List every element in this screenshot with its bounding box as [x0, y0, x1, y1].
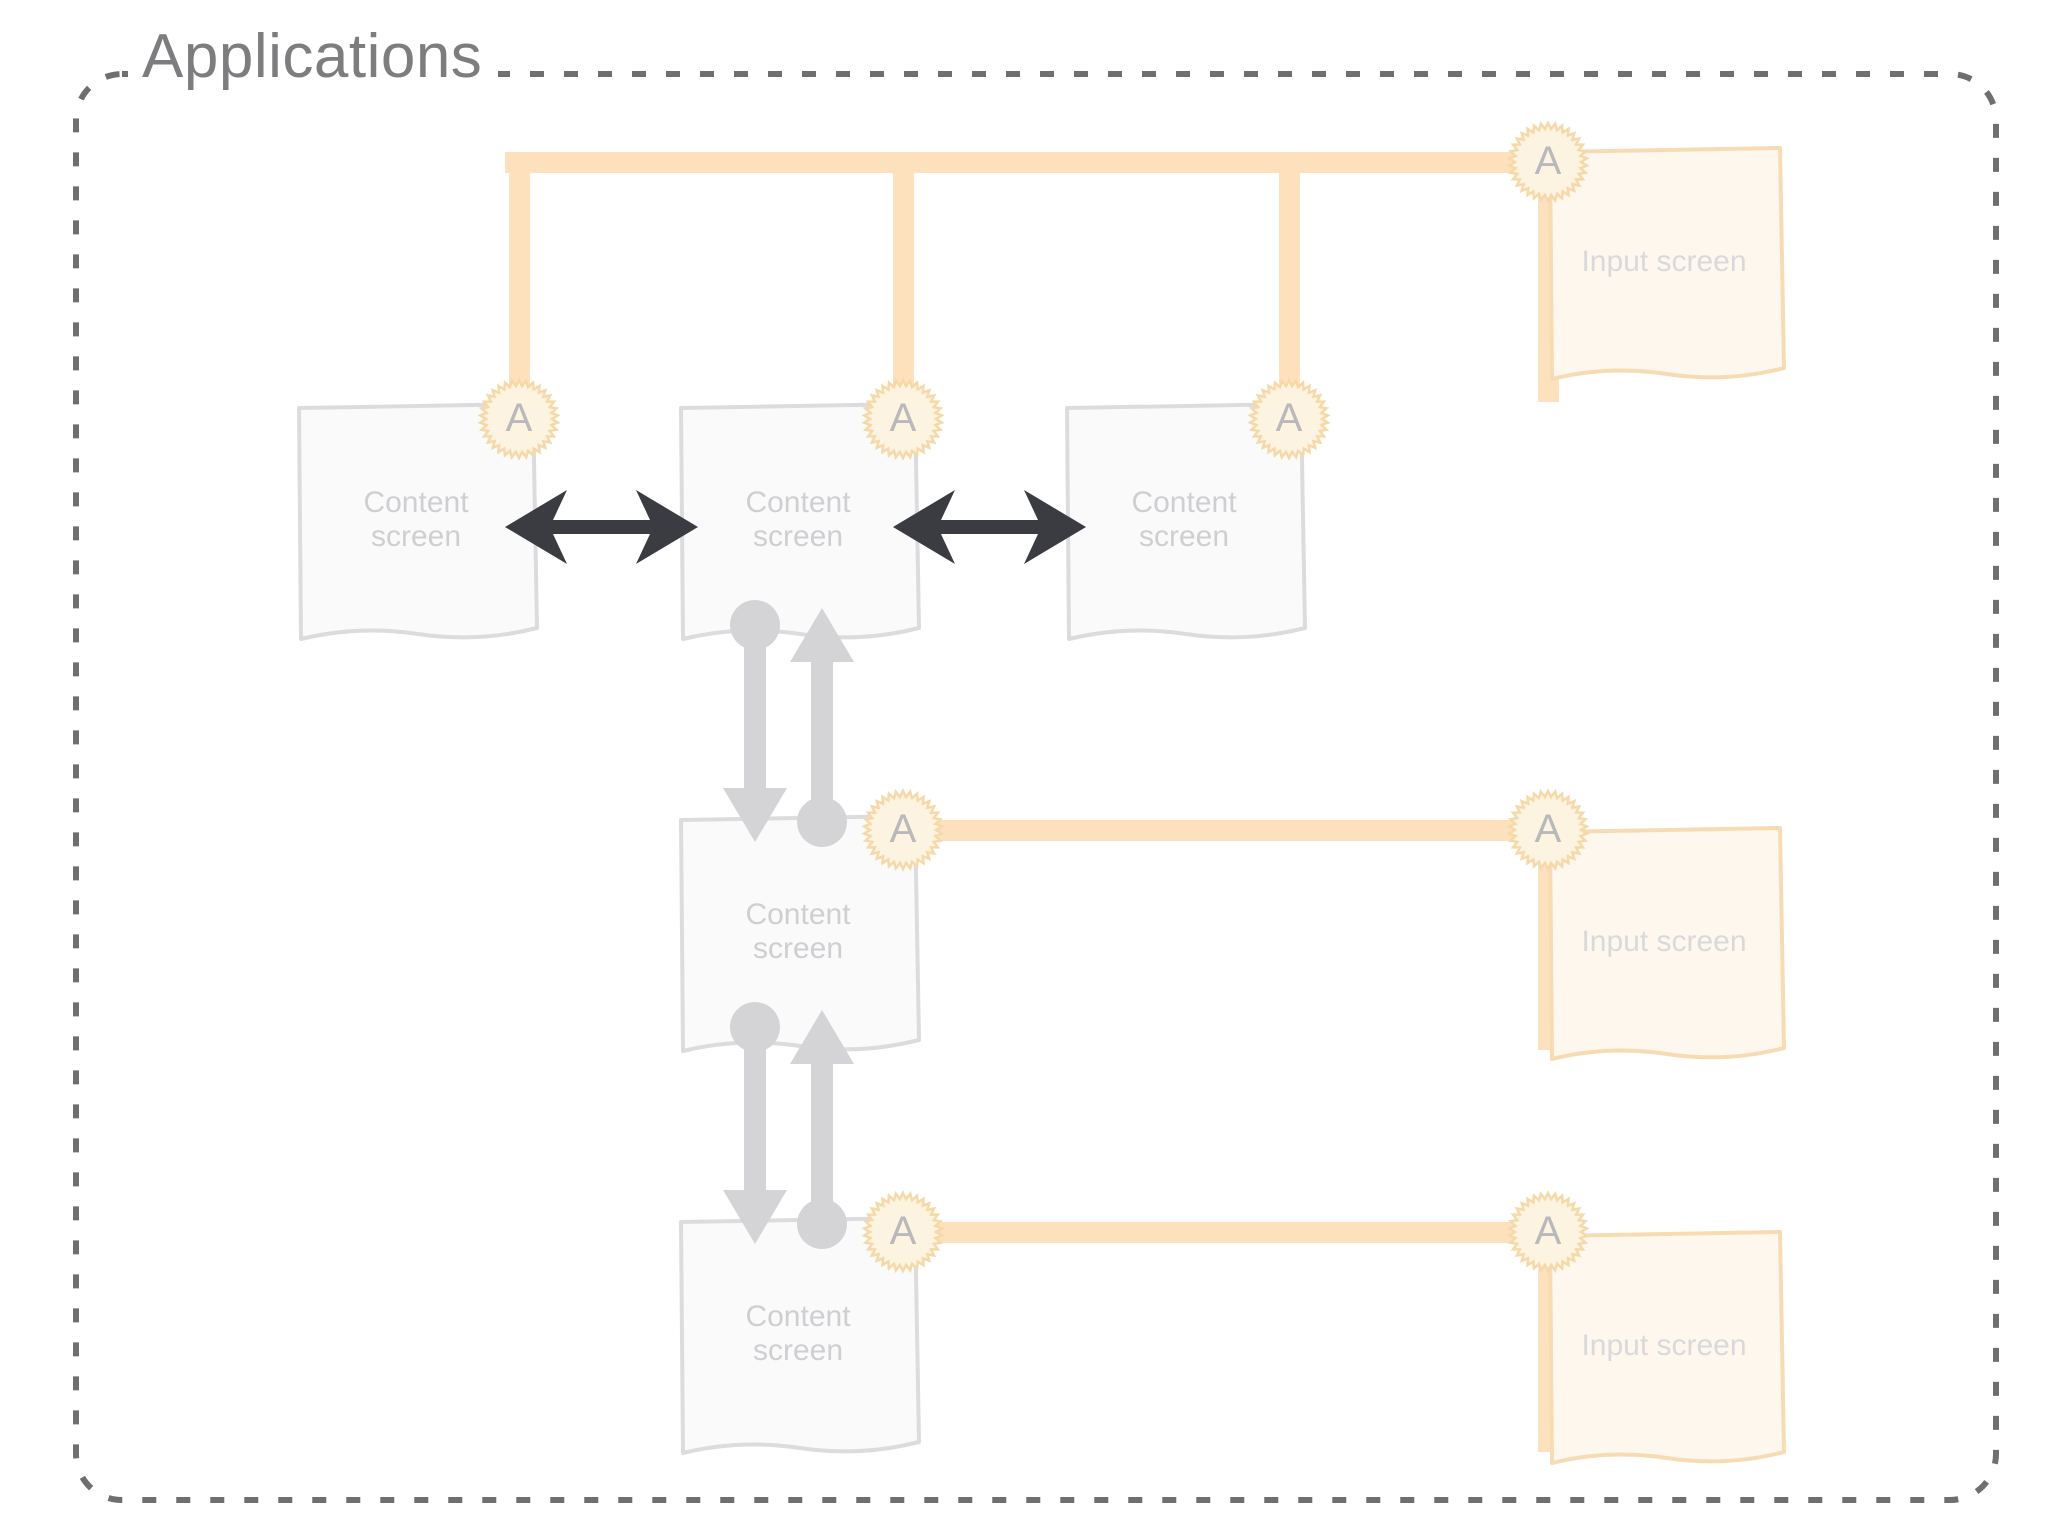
connector-orange-bus	[505, 152, 1562, 424]
arrow-bidirectional-c1-c2	[505, 490, 698, 564]
connector-orange-link-bottom	[903, 1222, 1559, 1452]
card-content-screen-1[interactable]	[297, 402, 539, 641]
nav-arrow-up-row2-row3	[790, 1010, 854, 1249]
bus-drop-3	[1279, 152, 1300, 424]
bus-drop-1	[509, 152, 530, 424]
badge-a-content-1[interactable]	[477, 377, 561, 461]
group-border-applications	[73, 71, 1999, 1503]
badge-a-input-3[interactable]	[1506, 1190, 1590, 1274]
card-input-screen-1[interactable]	[1548, 146, 1786, 381]
group-title-applications: Applications	[128, 24, 499, 89]
nav-arrow-down-row2-row3	[723, 1002, 787, 1244]
arrow-bidirectional-c2-c3	[893, 490, 1086, 564]
connector-orange-link-middle	[903, 820, 1559, 1050]
nav-arrow-down-row1-row2	[723, 600, 787, 842]
card-content-screen-3[interactable]	[1065, 402, 1307, 641]
badge-a-content-2[interactable]	[861, 377, 945, 461]
card-content-screen-2[interactable]	[679, 402, 921, 641]
nav-arrow-up-row1-row2	[790, 608, 854, 847]
badge-a-input-2[interactable]	[1506, 788, 1590, 872]
badge-a-content-4[interactable]	[861, 788, 945, 872]
badge-a-content-5[interactable]	[861, 1190, 945, 1274]
badge-group	[477, 120, 1590, 1274]
card-content-screen-4[interactable]	[679, 814, 921, 1053]
badge-a-input-1[interactable]	[1506, 120, 1590, 204]
card-input-screen-2[interactable]	[1548, 826, 1786, 1061]
card-content-screen-5[interactable]	[679, 1216, 921, 1455]
bus-horizontal-segment	[505, 152, 1562, 173]
badge-a-content-3[interactable]	[1247, 377, 1331, 461]
bus-drop-2	[893, 152, 914, 424]
card-input-screen-3[interactable]	[1548, 1230, 1786, 1465]
